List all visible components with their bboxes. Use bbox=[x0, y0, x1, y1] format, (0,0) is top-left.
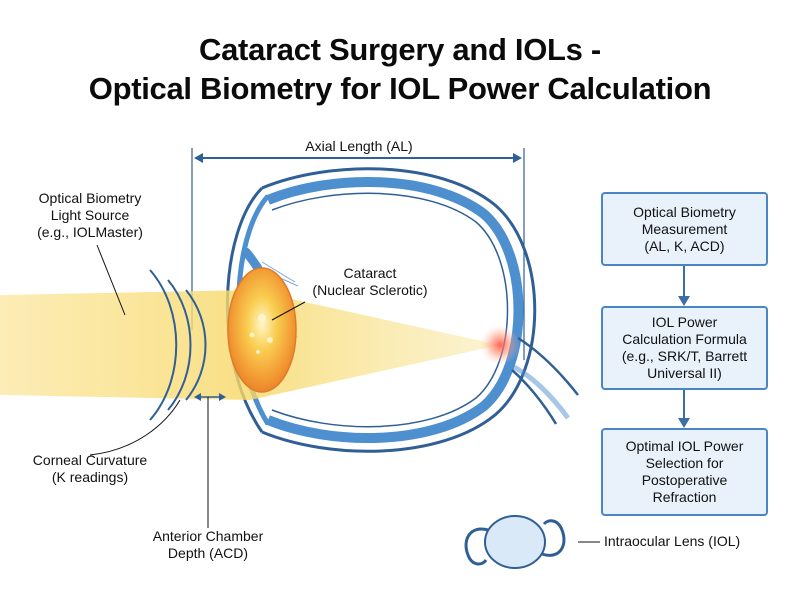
optic-nerve-upper bbox=[517, 336, 579, 396]
sclera-choroid bbox=[266, 176, 524, 444]
light-source-line-2: Light Source bbox=[50, 207, 130, 223]
cataract-line-1: Cataract bbox=[343, 265, 397, 281]
corneal-curvature-label: Corneal Curvature (K readings) bbox=[10, 452, 170, 486]
al-arrow-right bbox=[513, 153, 522, 163]
flow-2-line-2: Calculation Formula bbox=[622, 331, 747, 347]
cataract-label: Cataract (Nuclear Sclerotic) bbox=[290, 265, 450, 299]
iol-label: Intraocular Lens (IOL) bbox=[604, 533, 741, 549]
title-line-2: Optical Biometry for IOL Power Calculati… bbox=[88, 71, 712, 106]
light-source-label: Optical Biometry Light Source (e.g., IOL… bbox=[10, 190, 170, 241]
leader-light-source bbox=[96, 244, 126, 316]
light-source-line-1: Optical Biometry bbox=[38, 190, 142, 206]
flow-3-line-4: Refraction bbox=[652, 489, 717, 505]
sclera-outer bbox=[261, 167, 537, 453]
acd-line-1: Anterior Chamber bbox=[152, 528, 264, 544]
iol-icon bbox=[464, 515, 566, 569]
flow-2-line-3: (e.g., SRK/T, Barrett bbox=[621, 348, 748, 364]
corneal-line-2: (K readings) bbox=[51, 469, 129, 485]
retina-focal-point bbox=[480, 325, 520, 365]
title-line-1: Cataract Surgery and IOLs - bbox=[199, 32, 601, 67]
leader-cataract bbox=[271, 301, 306, 321]
flow-box-measurement: Optical Biometry Measurement (AL, K, ACD… bbox=[601, 192, 768, 266]
corneal-line-1: Corneal Curvature bbox=[32, 452, 148, 468]
flow-2-line-1: IOL Power bbox=[651, 314, 718, 330]
flow-3-line-3: Postoperative bbox=[641, 472, 728, 488]
cataract-lens bbox=[227, 267, 297, 393]
acd-line-2: Depth (ACD) bbox=[167, 545, 249, 561]
leader-corneal bbox=[89, 399, 181, 456]
flow-box-formula: IOL Power Calculation Formula (e.g., SRK… bbox=[601, 306, 768, 390]
cataract-line-2: (Nuclear Sclerotic) bbox=[312, 282, 428, 298]
flow-3-line-2: Selection for bbox=[645, 455, 724, 471]
retina-inner bbox=[271, 192, 509, 428]
light-source-line-3: (e.g., IOLMaster) bbox=[37, 224, 143, 240]
flow-1-line-3: (AL, K, ACD) bbox=[644, 237, 725, 254]
flow-1-line-2: Measurement bbox=[641, 220, 728, 237]
light-arc-1 bbox=[149, 269, 178, 421]
axial-length-label: Axial Length (AL) bbox=[305, 138, 413, 154]
flow-box-selection: Optimal IOL Power Selection for Postoper… bbox=[601, 428, 768, 516]
light-arc-2 bbox=[167, 279, 192, 411]
optic-nerve-lower bbox=[511, 369, 558, 425]
flow-1-line-1: Optical Biometry bbox=[633, 203, 736, 220]
acd-label: Anterior Chamber Depth (ACD) bbox=[128, 528, 288, 562]
al-arrow-left bbox=[194, 153, 203, 163]
light-arc-3 bbox=[185, 289, 207, 401]
flow-2-line-4: Universal II) bbox=[647, 365, 722, 381]
flow-3-line-1: Optimal IOL Power bbox=[625, 438, 744, 454]
